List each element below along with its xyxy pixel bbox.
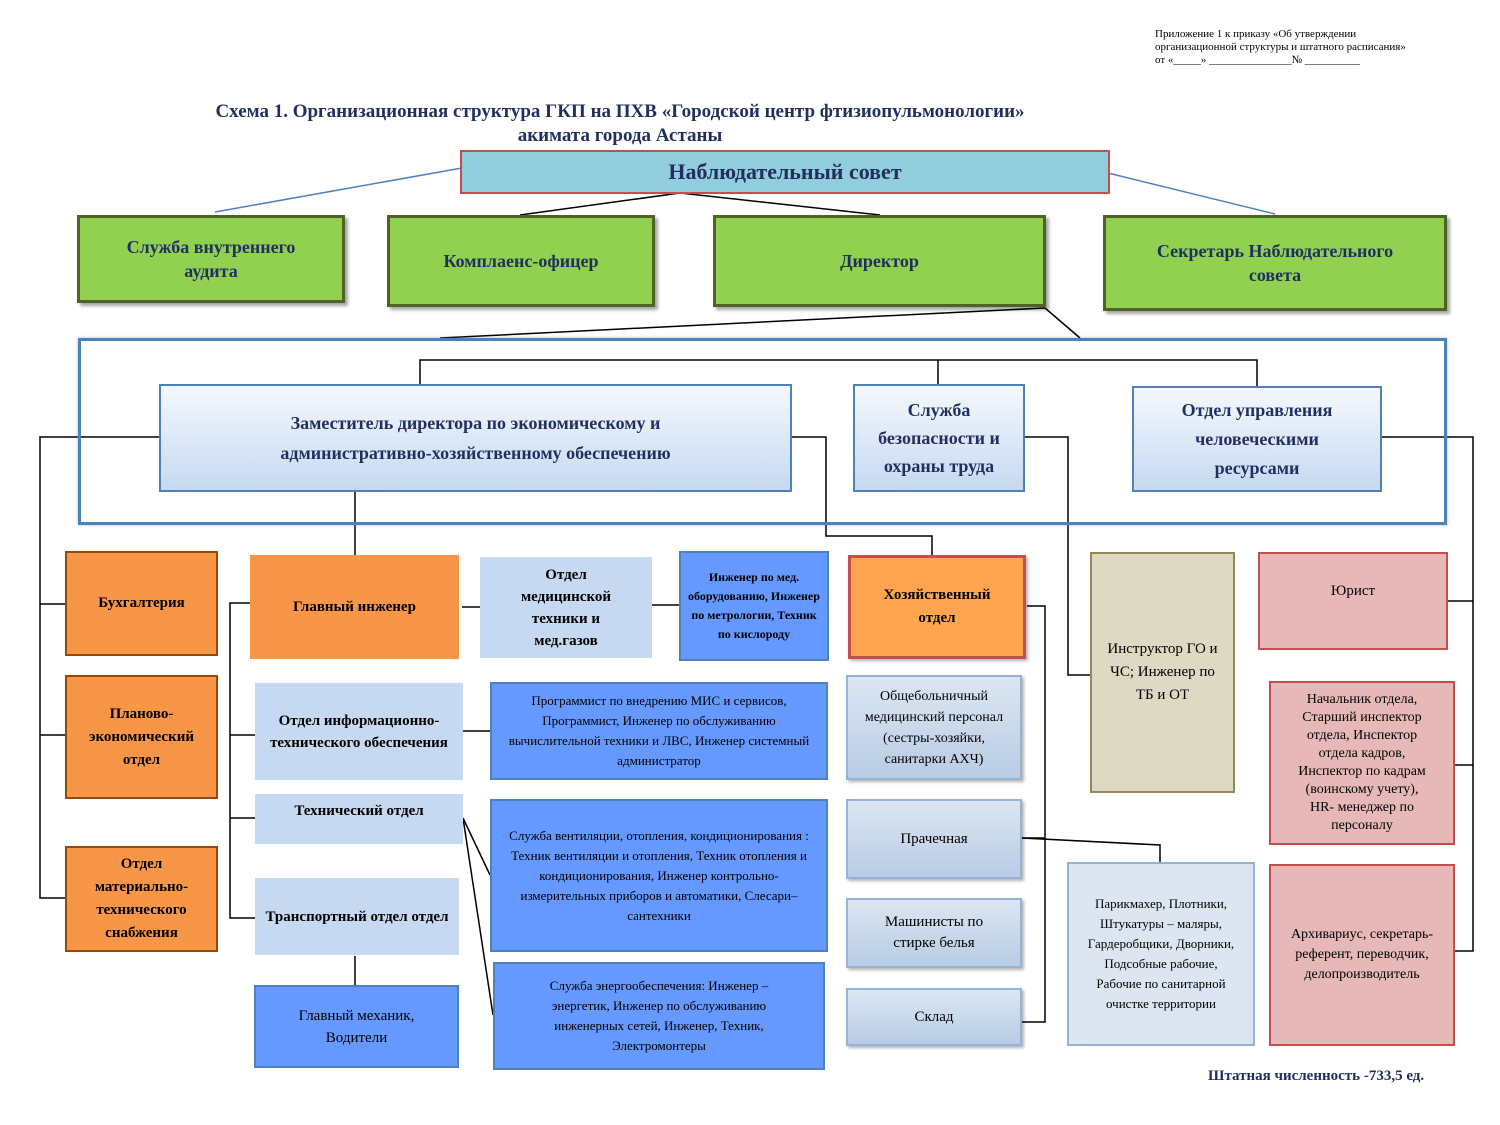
supervisory-board-box: Наблюдательный совет — [460, 150, 1110, 194]
med-tech-staff-box: Инженер по мед. оборудованию, Инженер по… — [679, 551, 829, 661]
director-box: Директор — [713, 215, 1046, 307]
workers-box: Парикмахер, Плотники, Штукатуры – маляры… — [1067, 862, 1255, 1046]
lawyer-box: Юрист — [1258, 552, 1448, 650]
accounting-box: Бухгалтерия — [65, 551, 218, 656]
ventilation-staff-box: Служба вентиляции, отопления, кондициони… — [490, 799, 828, 952]
household-dept-box: Хозяйственный отдел — [848, 555, 1026, 659]
transport-dept-box: Транспортный отдел отдел — [255, 878, 459, 955]
tech-dept-box: Технический отдел — [255, 794, 463, 844]
warehouse-box: Склад — [846, 988, 1022, 1046]
archive-staff-box: Архивариус, секретарь-референт, переводч… — [1269, 864, 1455, 1046]
page-title: Схема 1. Организационная структура ГКП н… — [150, 100, 1090, 148]
deputy-director-box: Заместитель директора по экономическому … — [159, 384, 792, 492]
it-dept-box: Отдел информационно-технического обеспеч… — [255, 683, 463, 780]
title-line-1: Схема 1. Организационная структура ГКП н… — [215, 101, 1025, 122]
laundry-box: Прачечная — [846, 799, 1022, 879]
laundry-operators-box: Машинисты по стирке белья — [846, 898, 1022, 968]
hr-staff-box: Начальник отдела, Старший инспектор отде… — [1269, 681, 1455, 845]
board-secretary-box: Секретарь Наблюдательного совета — [1103, 215, 1447, 311]
management-frame — [78, 338, 1447, 525]
appendix-note: Приложение 1 к приказу «Об утверждении о… — [1155, 28, 1406, 66]
medical-staff-box: Общебольничный медицинский персонал (сес… — [846, 675, 1022, 780]
supply-dept-box: Отдел материально-технического снабжения — [65, 846, 218, 952]
headcount-note: Штатная численность -733,5 ед. — [1208, 1068, 1425, 1084]
med-tech-dept-box: Отдел медицинской техники и мед.газов — [480, 557, 652, 658]
compliance-officer-box: Комплаенс-офицер — [387, 215, 655, 307]
safety-service-box: Служба безопасности и охраны труда — [853, 384, 1025, 492]
safety-instructor-box: Инструктор ГО и ЧС; Инженер по ТБ и ОТ — [1090, 552, 1235, 793]
it-staff-box: Программист по внедрению МИС и сервисов,… — [490, 682, 828, 780]
title-line-2: акимата города Астаны — [517, 125, 723, 146]
energy-staff-box: Служба энергообеспечения: Инженер – энер… — [493, 962, 825, 1070]
planning-dept-box: Планово-экономический отдел — [65, 675, 218, 799]
chief-engineer-box: Главный инженер — [250, 555, 459, 659]
transport-staff-box: Главный механик, Водители — [254, 985, 459, 1068]
internal-audit-box: Служба внутреннего аудита — [77, 215, 345, 303]
hr-department-box: Отдел управления человеческими ресурсами — [1132, 386, 1382, 492]
